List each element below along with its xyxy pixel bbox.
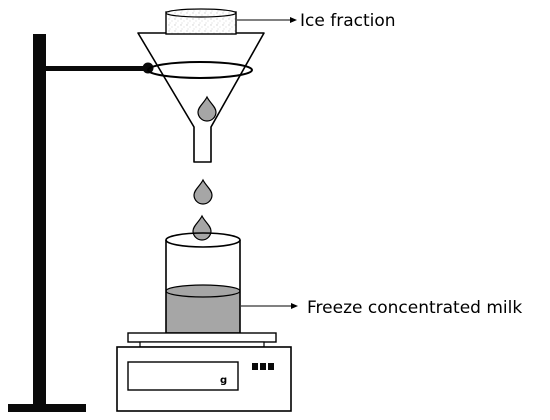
stand-base <box>8 404 86 412</box>
beaker <box>165 232 241 334</box>
funnel <box>137 8 265 163</box>
balance-unit-label: g <box>220 375 227 386</box>
ice-fraction-label: Ice fraction <box>300 11 396 31</box>
stand-pole <box>33 34 46 407</box>
balance-button <box>252 363 258 370</box>
balance-button <box>260 363 266 370</box>
milk-label: Freeze concentrated milk <box>307 298 522 318</box>
milk-surface <box>165 284 241 298</box>
balance-pan <box>127 332 277 343</box>
falling-drops <box>192 178 213 241</box>
clamp-joint <box>142 62 154 74</box>
funnel-body <box>137 32 265 163</box>
ice-fraction-block <box>165 8 237 35</box>
funnel-ring <box>147 61 253 79</box>
drop <box>192 214 212 241</box>
balance: g <box>116 332 292 412</box>
balance-display <box>127 361 239 391</box>
milk-liquid <box>166 291 240 333</box>
retort-stand <box>8 34 154 412</box>
clamp-arm <box>44 66 148 71</box>
balance-button <box>268 363 274 370</box>
drop-in-funnel <box>197 95 217 122</box>
beaker-rim <box>165 232 241 248</box>
drop <box>193 178 213 205</box>
ice-fraction-callout: Ice fraction <box>237 11 396 31</box>
milk-callout: Freeze concentrated milk <box>241 298 522 318</box>
